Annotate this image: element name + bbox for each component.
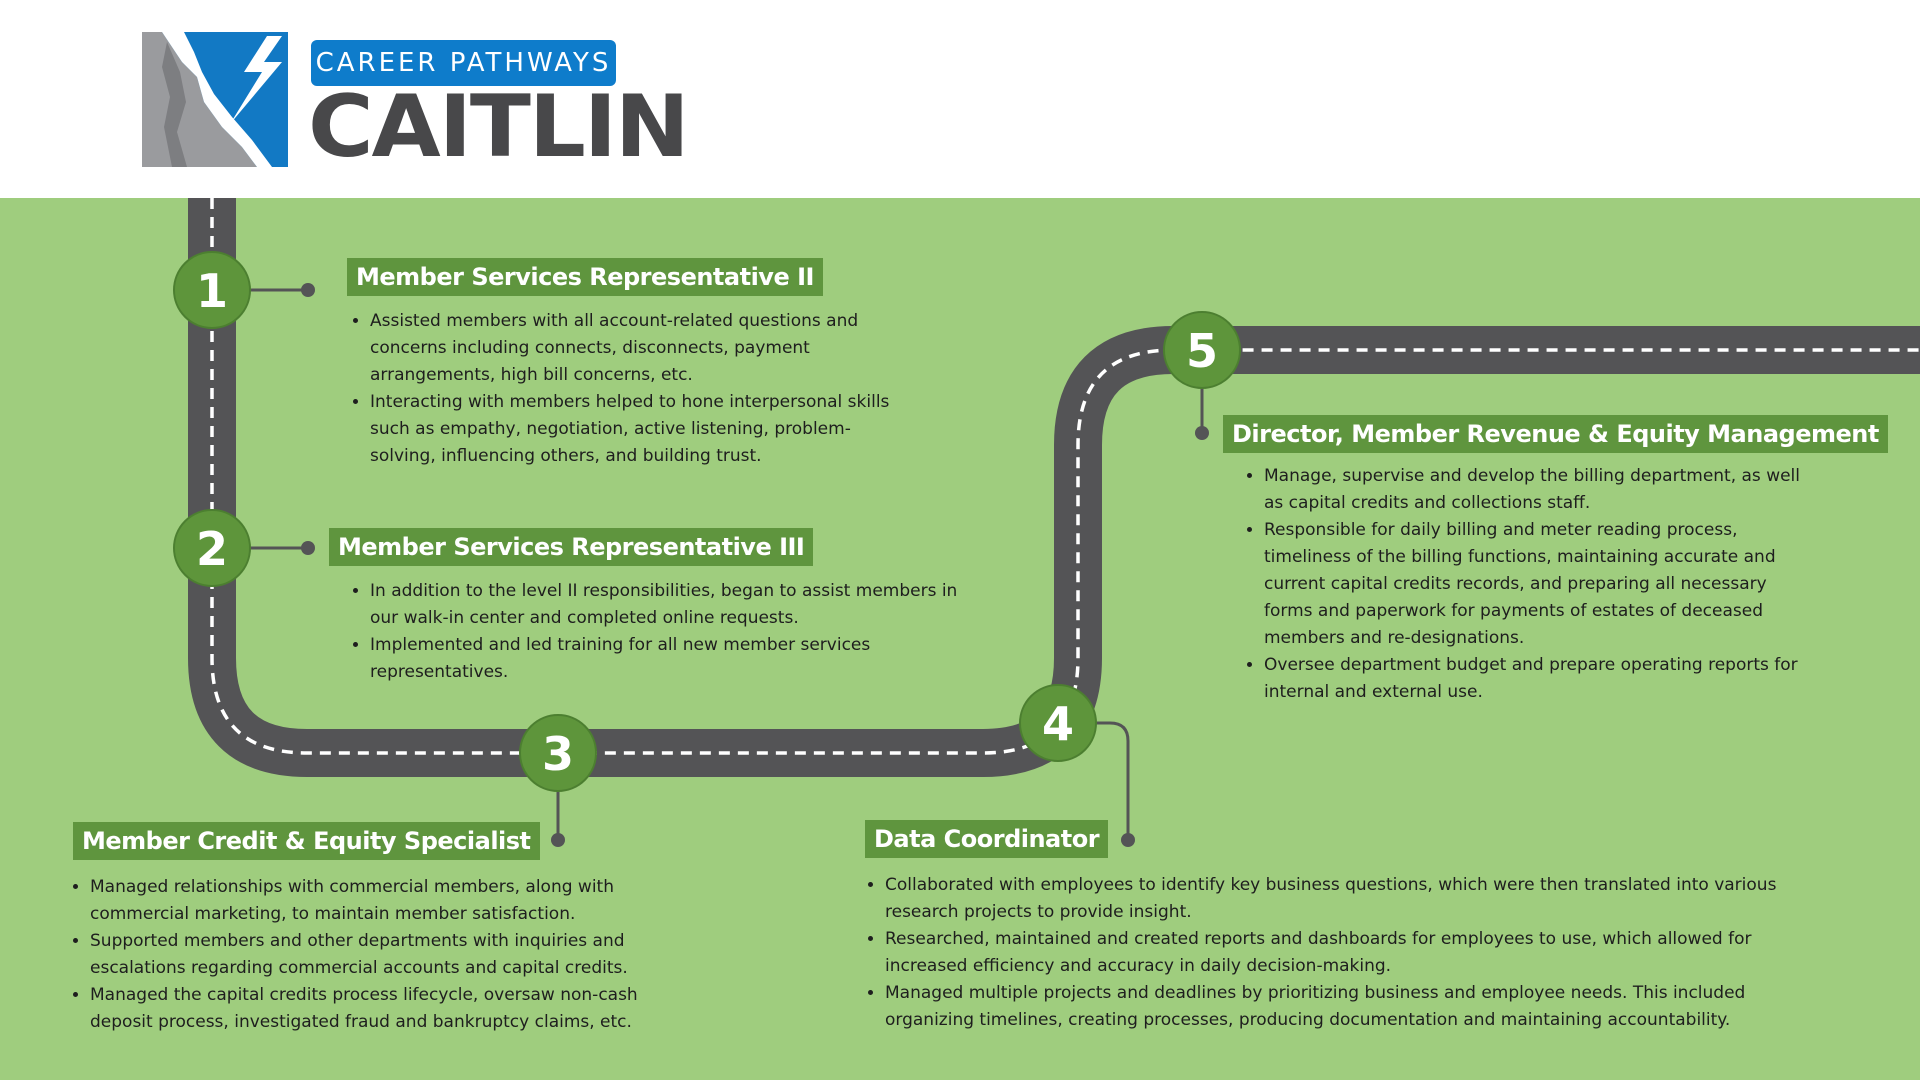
marker-2: 2 <box>173 509 251 587</box>
connector-dot-3 <box>551 833 565 847</box>
connector-4 <box>1058 721 1130 840</box>
list-item: Supported members and other departments … <box>90 928 690 982</box>
marker-5: 5 <box>1163 311 1241 389</box>
list-item: Assisted members with all account-relate… <box>370 308 900 389</box>
marker-1: 1 <box>173 251 251 329</box>
brand-name: CAITLIN <box>308 77 690 177</box>
step-3-bullets: Managed relationships with commercial me… <box>70 874 690 1036</box>
step-1-title: Member Services Representative II <box>347 258 823 296</box>
list-item: Responsible for daily billing and meter … <box>1264 517 1804 652</box>
connector-dot-4 <box>1121 833 1135 847</box>
step-5-bullets: Manage, supervise and develop the billin… <box>1244 463 1804 706</box>
step-4-title: Data Coordinator <box>865 820 1109 858</box>
connector-dot-1 <box>301 283 315 297</box>
list-item: Implemented and led training for all new… <box>370 632 960 686</box>
marker-3: 3 <box>519 714 597 792</box>
step-3-title: Member Credit & Equity Specialist <box>73 822 540 860</box>
step-4-bullets: Collaborated with employees to identify … <box>865 872 1815 1034</box>
connector-dot-5 <box>1195 426 1209 440</box>
list-item: Oversee department budget and prepare op… <box>1264 652 1804 706</box>
marker-number-2: 2 <box>196 522 228 576</box>
mountain-lightning-logo-icon <box>142 32 288 167</box>
marker-4: 4 <box>1019 684 1097 762</box>
list-item: In addition to the level II responsibili… <box>370 578 960 632</box>
list-item: Interacting with members helped to hone … <box>370 389 900 470</box>
list-item: Collaborated with employees to identify … <box>885 872 1815 926</box>
list-item: Managed the capital credits process life… <box>90 982 690 1036</box>
list-item: Manage, supervise and develop the billin… <box>1264 463 1804 517</box>
career-pathways-badge: CAREER PATHWAYS <box>311 40 616 86</box>
step-2-bullets: In addition to the level II responsibili… <box>350 578 960 686</box>
step-1-bullets: Assisted members with all account-relate… <box>350 308 900 470</box>
step-5-title: Director, Member Revenue & Equity Manage… <box>1223 415 1888 453</box>
marker-number-4: 4 <box>1042 697 1074 751</box>
road-center-line <box>210 198 1920 755</box>
marker-number-1: 1 <box>196 264 228 318</box>
list-item: Managed multiple projects and deadlines … <box>885 980 1815 1034</box>
marker-number-5: 5 <box>1186 324 1218 378</box>
connector-dot-2 <box>301 541 315 555</box>
list-item: Researched, maintained and created repor… <box>885 926 1815 980</box>
step-2-title: Member Services Representative III <box>329 528 814 566</box>
marker-number-3: 3 <box>542 727 574 781</box>
header <box>0 0 1920 198</box>
list-item: Managed relationships with commercial me… <box>90 874 690 928</box>
